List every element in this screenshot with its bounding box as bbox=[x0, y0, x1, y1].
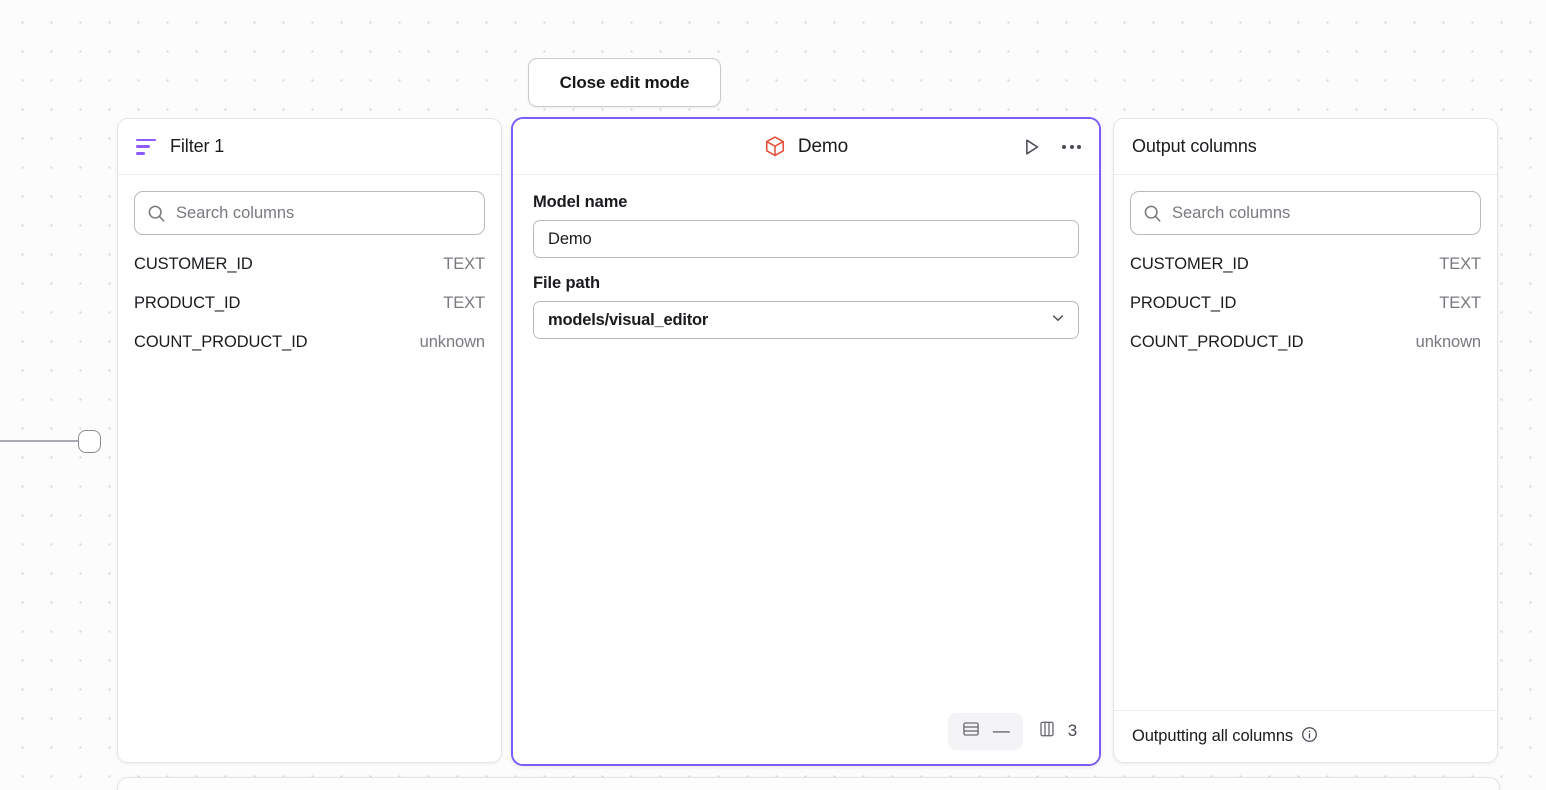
run-icon[interactable] bbox=[1020, 136, 1042, 158]
output-search-box[interactable] bbox=[1130, 191, 1481, 235]
table-row[interactable]: PRODUCT_ID TEXT bbox=[134, 294, 485, 333]
column-name: PRODUCT_ID bbox=[134, 294, 241, 312]
output-panel-body: CUSTOMER_ID TEXT PRODUCT_ID TEXT COUNT_P… bbox=[1114, 175, 1497, 710]
output-panel-footer: Outputting all columns bbox=[1114, 710, 1497, 762]
demo-panel-header: Demo bbox=[513, 119, 1099, 175]
edge-connector-line bbox=[0, 440, 82, 442]
search-icon bbox=[1143, 204, 1162, 223]
table-row[interactable]: CUSTOMER_ID TEXT bbox=[1130, 255, 1481, 294]
column-name: PRODUCT_ID bbox=[1130, 294, 1237, 312]
column-name: COUNT_PRODUCT_ID bbox=[1130, 333, 1304, 351]
filter-icon bbox=[136, 138, 156, 155]
columns-icon bbox=[1037, 719, 1057, 744]
row-count-value: — bbox=[992, 721, 1010, 740]
filter-search-input[interactable] bbox=[176, 203, 472, 223]
model-name-field[interactable] bbox=[533, 220, 1079, 258]
filter-search-box[interactable] bbox=[134, 191, 485, 235]
column-type: TEXT bbox=[443, 255, 485, 273]
table-row[interactable]: CUSTOMER_ID TEXT bbox=[134, 255, 485, 294]
column-type: TEXT bbox=[443, 294, 485, 312]
more-options-icon[interactable] bbox=[1060, 139, 1083, 155]
model-name-label: Model name bbox=[533, 193, 628, 211]
output-search-input[interactable] bbox=[1172, 203, 1468, 223]
file-path-select[interactable]: models/visual_editor bbox=[533, 301, 1079, 339]
outputting-status-text: Outputting all columns bbox=[1132, 727, 1294, 745]
info-icon[interactable] bbox=[1301, 726, 1318, 748]
table-row[interactable]: COUNT_PRODUCT_ID unknown bbox=[134, 333, 485, 372]
model-node-panel[interactable]: Demo Model name File path models/visual_… bbox=[511, 117, 1101, 766]
rows-icon bbox=[961, 719, 981, 744]
column-name: CUSTOMER_ID bbox=[1130, 255, 1249, 273]
demo-panel-footer: — 3 bbox=[513, 708, 1099, 764]
output-panel-title: Output columns bbox=[1132, 136, 1257, 156]
cube-icon bbox=[764, 135, 786, 158]
table-row[interactable]: PRODUCT_ID TEXT bbox=[1130, 294, 1481, 333]
demo-panel-body: Model name File path models/visual_edito… bbox=[513, 175, 1099, 708]
column-type: unknown bbox=[419, 333, 485, 351]
close-edit-mode-button[interactable]: Close edit mode bbox=[528, 58, 721, 107]
demo-panel-actions bbox=[1020, 119, 1083, 175]
filter-columns-list: CUSTOMER_ID TEXT PRODUCT_ID TEXT COUNT_P… bbox=[134, 255, 485, 372]
filter-panel-title: Filter 1 bbox=[170, 136, 225, 156]
column-name: CUSTOMER_ID bbox=[134, 255, 253, 273]
output-columns-panel[interactable]: Output columns CUSTOMER_ID TEXT PRODU bbox=[1113, 118, 1498, 763]
column-type: TEXT bbox=[1439, 255, 1481, 273]
filter-panel-body: CUSTOMER_ID TEXT PRODUCT_ID TEXT COUNT_P… bbox=[118, 175, 501, 762]
column-name: COUNT_PRODUCT_ID bbox=[134, 333, 308, 351]
column-count-chip[interactable]: 3 bbox=[1037, 719, 1077, 744]
file-path-value: models/visual_editor bbox=[548, 310, 709, 329]
chevron-down-icon bbox=[1050, 310, 1066, 331]
output-panel-header: Output columns bbox=[1114, 119, 1497, 175]
column-type: TEXT bbox=[1439, 294, 1481, 312]
demo-panel-title: Demo bbox=[797, 135, 849, 157]
output-columns-list: CUSTOMER_ID TEXT PRODUCT_ID TEXT COUNT_P… bbox=[1130, 255, 1481, 372]
filter-panel-header: Filter 1 bbox=[118, 119, 501, 175]
model-name-input[interactable] bbox=[548, 229, 1064, 249]
next-node-panel-partial[interactable] bbox=[117, 777, 1500, 790]
search-icon bbox=[147, 204, 166, 223]
table-row[interactable]: COUNT_PRODUCT_ID unknown bbox=[1130, 333, 1481, 372]
column-count-value: 3 bbox=[1067, 721, 1077, 740]
node-input-handle[interactable] bbox=[78, 430, 101, 453]
filter-node-panel[interactable]: Filter 1 CUSTOMER_ID TEXT PRODUCT_ID bbox=[117, 118, 502, 763]
file-path-label: File path bbox=[533, 274, 600, 292]
row-count-chip[interactable]: — bbox=[947, 712, 1023, 750]
column-type: unknown bbox=[1415, 333, 1481, 351]
